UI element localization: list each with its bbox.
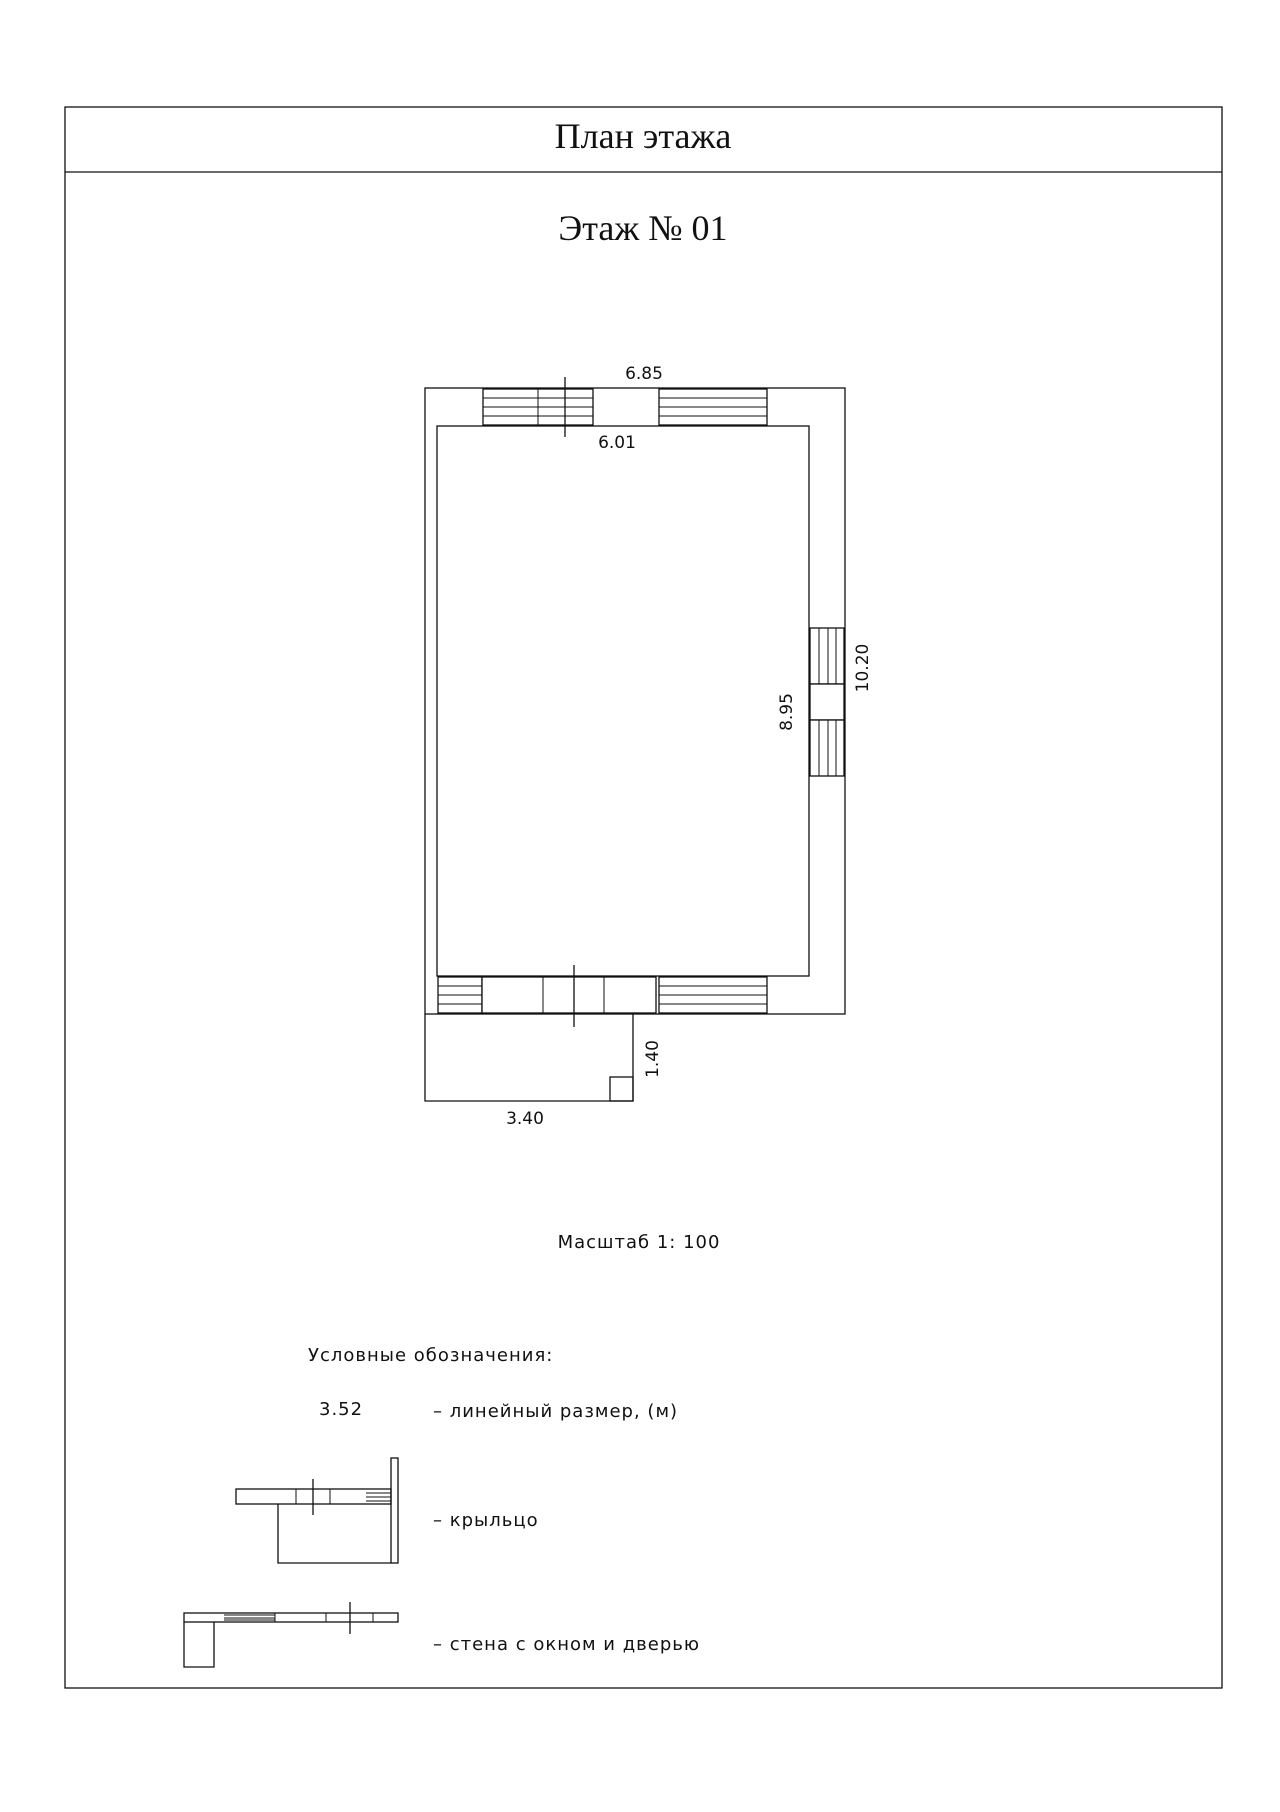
right-window-lower xyxy=(809,719,845,777)
dimension-outer-length: 10.20 xyxy=(853,644,873,693)
legend: Условные обозначения: 3.52 – линейный ра… xyxy=(183,1345,700,1668)
dimension-inner-width: 6.01 xyxy=(598,433,636,453)
top-window-right xyxy=(658,388,768,426)
legend-wall-text: – стена с окном и дверью xyxy=(433,1634,700,1655)
legend-porch-symbol xyxy=(235,1457,399,1564)
floor-plan: 6.85 6.01 10.20 8.95 1.40 3.40 xyxy=(424,364,873,1129)
right-window-pier xyxy=(809,683,845,721)
legend-heading: Условные обозначения: xyxy=(308,1345,553,1366)
outer-wall xyxy=(424,387,846,1015)
right-window-upper xyxy=(809,627,845,685)
floor-label: Этаж № 01 xyxy=(558,208,727,248)
bottom-window-right xyxy=(658,976,768,1014)
scale-label: Масштаб 1: 100 xyxy=(558,1232,721,1253)
porch-step xyxy=(609,1076,634,1102)
legend-dimension-text: – линейный размер, (м) xyxy=(433,1401,678,1422)
legend-dimension-sample: 3.52 xyxy=(319,1399,363,1420)
inner-wall xyxy=(436,425,810,977)
dimension-outer-width: 6.85 xyxy=(625,364,663,384)
page-title: План этажа xyxy=(555,116,732,156)
dimension-porch-depth: 1.40 xyxy=(643,1040,663,1078)
top-window-left xyxy=(482,377,594,437)
legend-wall-window-door-symbol xyxy=(183,1602,399,1668)
sheet-frame xyxy=(64,106,1223,1689)
dimension-porch-width: 3.40 xyxy=(506,1109,544,1129)
bottom-window-left xyxy=(437,976,483,1014)
porch xyxy=(424,1014,634,1102)
dimension-inner-length: 8.95 xyxy=(777,693,797,731)
entrance-door xyxy=(481,965,657,1027)
legend-porch-text: – крыльцо xyxy=(433,1510,539,1531)
